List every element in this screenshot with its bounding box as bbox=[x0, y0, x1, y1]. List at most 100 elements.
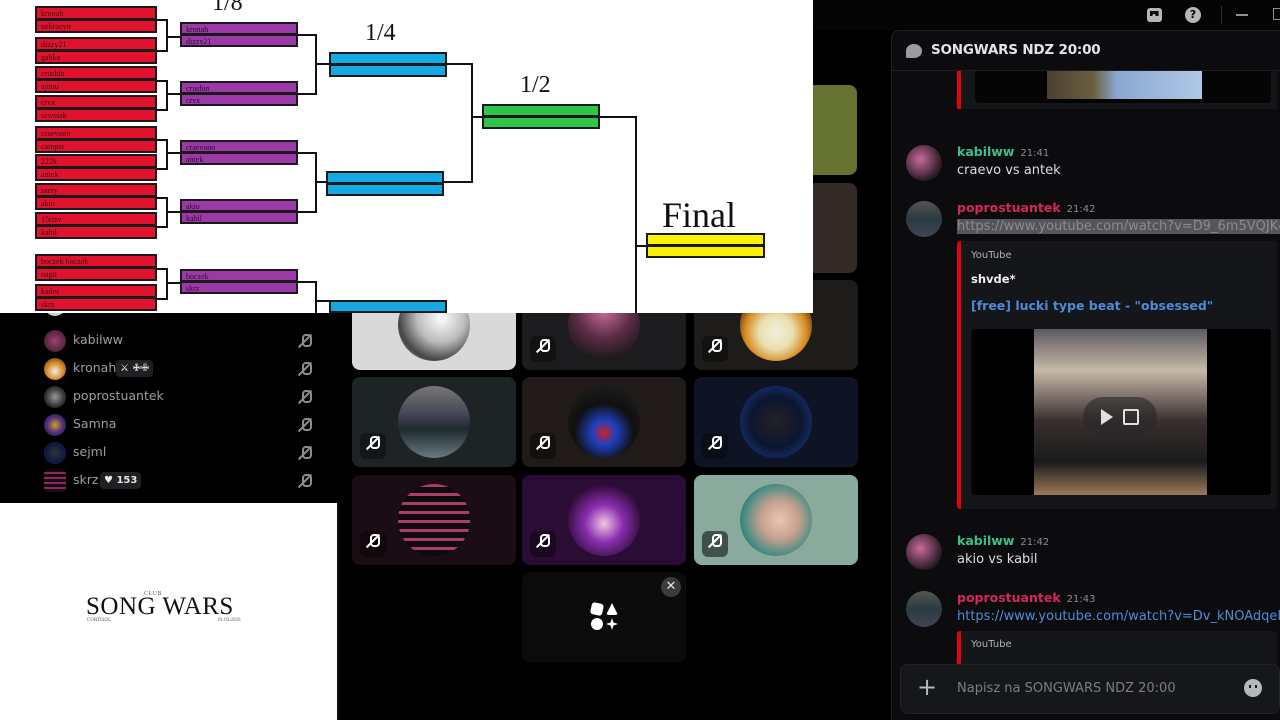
activity-tile[interactable]: ✕ bbox=[522, 572, 686, 662]
bracket-slot-semifinal bbox=[482, 116, 600, 129]
bracket-connector bbox=[635, 116, 637, 313]
message-link[interactable]: https://www.youtube.com/watch?v=Dv_kNOAd… bbox=[957, 609, 1280, 624]
bracket-slot-round8: kabil bbox=[180, 211, 298, 224]
bracket-connector bbox=[157, 80, 168, 82]
mic-muted-icon bbox=[530, 531, 556, 557]
inbox-icon[interactable] bbox=[1145, 6, 1163, 24]
message-timestamp: 21:41 bbox=[1020, 148, 1050, 159]
message-link[interactable]: https://www.youtube.com/watch?v=D9_6m5VQ… bbox=[957, 219, 1280, 234]
participant-name: sejml bbox=[73, 444, 107, 459]
bracket-connector bbox=[157, 298, 168, 300]
bracket-slot-round1: skrz bbox=[35, 297, 157, 311]
bracket-connector bbox=[298, 34, 316, 36]
mic-muted-icon bbox=[702, 531, 728, 557]
embed-provider: YouTube bbox=[971, 250, 1012, 261]
club-label: CLUB bbox=[144, 591, 163, 597]
embed-video[interactable] bbox=[971, 329, 1271, 495]
bracket-slot-round1: 15trzv bbox=[35, 212, 157, 226]
avatar bbox=[398, 386, 470, 458]
video-tile[interactable] bbox=[522, 377, 686, 467]
avatar[interactable] bbox=[906, 591, 942, 627]
emoji-icon[interactable] bbox=[1244, 679, 1262, 697]
bracket-slot-final bbox=[646, 245, 765, 258]
video-controls bbox=[1083, 397, 1157, 437]
participant-name: kronah bbox=[73, 360, 117, 375]
maximize-icon[interactable] bbox=[1273, 8, 1280, 20]
video-tile[interactable] bbox=[352, 377, 516, 467]
participant-name: skrz bbox=[73, 472, 99, 487]
voice-participant[interactable]: kabilww bbox=[44, 329, 314, 355]
mic-muted-icon bbox=[530, 336, 556, 362]
video-tile[interactable] bbox=[522, 475, 686, 565]
round-label-1-4: 1/4 bbox=[365, 20, 396, 46]
video-tile[interactable] bbox=[694, 475, 858, 565]
embed bbox=[957, 71, 1277, 109]
mic-muted-icon bbox=[298, 389, 312, 408]
embed-author[interactable]: shvde* bbox=[971, 272, 1016, 286]
bracket-connector bbox=[166, 36, 180, 38]
bracket-connector bbox=[600, 116, 637, 118]
bracket-slot-round1: saery bbox=[35, 183, 157, 197]
avatar bbox=[740, 484, 812, 556]
bracket-slot-round1: boczek koczak bbox=[35, 254, 157, 268]
bracket-slot-round1: aymu bbox=[35, 79, 157, 93]
bracket-slot-quarterfinal bbox=[329, 312, 447, 313]
bracket-connector bbox=[635, 245, 647, 247]
bracket-slot-round1: kades bbox=[35, 284, 157, 298]
play-icon[interactable] bbox=[1101, 409, 1113, 425]
video-tile[interactable] bbox=[812, 183, 857, 273]
round-label-final: Final bbox=[662, 195, 737, 235]
video-tile[interactable] bbox=[352, 475, 516, 565]
bracket-connector bbox=[157, 268, 168, 270]
chat-header: SONGWARS NDZ 20:00 bbox=[892, 31, 1280, 71]
cortisol-label: CORTISOL bbox=[87, 618, 112, 623]
video-tile[interactable] bbox=[812, 85, 857, 175]
mic-muted-icon bbox=[530, 433, 556, 459]
message-timestamp: 21:42 bbox=[1020, 537, 1050, 548]
voice-participant[interactable]: kronah ⚔ ✙✙ bbox=[44, 357, 314, 383]
bracket-connector bbox=[298, 93, 316, 95]
help-icon[interactable]: ? bbox=[1184, 6, 1202, 24]
close-icon[interactable]: ✕ bbox=[661, 577, 681, 597]
avatar[interactable] bbox=[906, 145, 942, 181]
bracket-slot-round8: dizzy21 bbox=[180, 34, 298, 47]
voice-participant[interactable]: skrz ♥ 153 bbox=[44, 469, 314, 495]
bracket-slot-round1: antek bbox=[35, 167, 157, 181]
voice-participant[interactable]: poprostuantek bbox=[44, 385, 314, 411]
bracket-connector bbox=[157, 19, 168, 21]
bracket-slot-round1: gabka bbox=[35, 50, 157, 64]
message-input[interactable] bbox=[957, 677, 1237, 699]
bracket-connector bbox=[166, 19, 168, 52]
mic-muted-icon bbox=[298, 333, 312, 352]
open-external-icon[interactable] bbox=[1123, 409, 1139, 425]
message-composer: + bbox=[900, 664, 1280, 714]
bracket-connector bbox=[166, 93, 180, 95]
bracket-slot-round1: kabil bbox=[35, 225, 157, 239]
bracket-slot-round1: nagti bbox=[35, 267, 157, 281]
embed-title-link[interactable]: [free] lucki type beat - "obsessed" bbox=[971, 298, 1214, 313]
video-tile[interactable] bbox=[694, 377, 858, 467]
voice-participant[interactable]: Samna bbox=[44, 413, 314, 439]
bracket-connector bbox=[166, 211, 180, 213]
plus-icon[interactable]: + bbox=[917, 673, 938, 701]
bracket-connector bbox=[166, 152, 180, 154]
server-tag-badge: ⚔ ✙✙ bbox=[116, 360, 154, 377]
message-text: akio vs kabil bbox=[957, 552, 1038, 567]
avatar[interactable] bbox=[906, 534, 942, 570]
minimize-icon[interactable] bbox=[1236, 14, 1248, 16]
bracket-slot-round1: camper bbox=[35, 139, 157, 153]
mic-muted-icon bbox=[702, 336, 728, 362]
message-timestamp: 21:42 bbox=[1066, 204, 1096, 215]
songwars-logo-card: CLUB SONG WARS CORTISOL 01.03.2026 bbox=[0, 503, 339, 720]
embed-media bbox=[975, 71, 1271, 103]
voice-participant[interactable]: sejml bbox=[44, 441, 314, 467]
avatar bbox=[568, 386, 640, 458]
avatar[interactable] bbox=[906, 201, 942, 237]
bracket-slot-round8: skrz bbox=[180, 281, 298, 294]
